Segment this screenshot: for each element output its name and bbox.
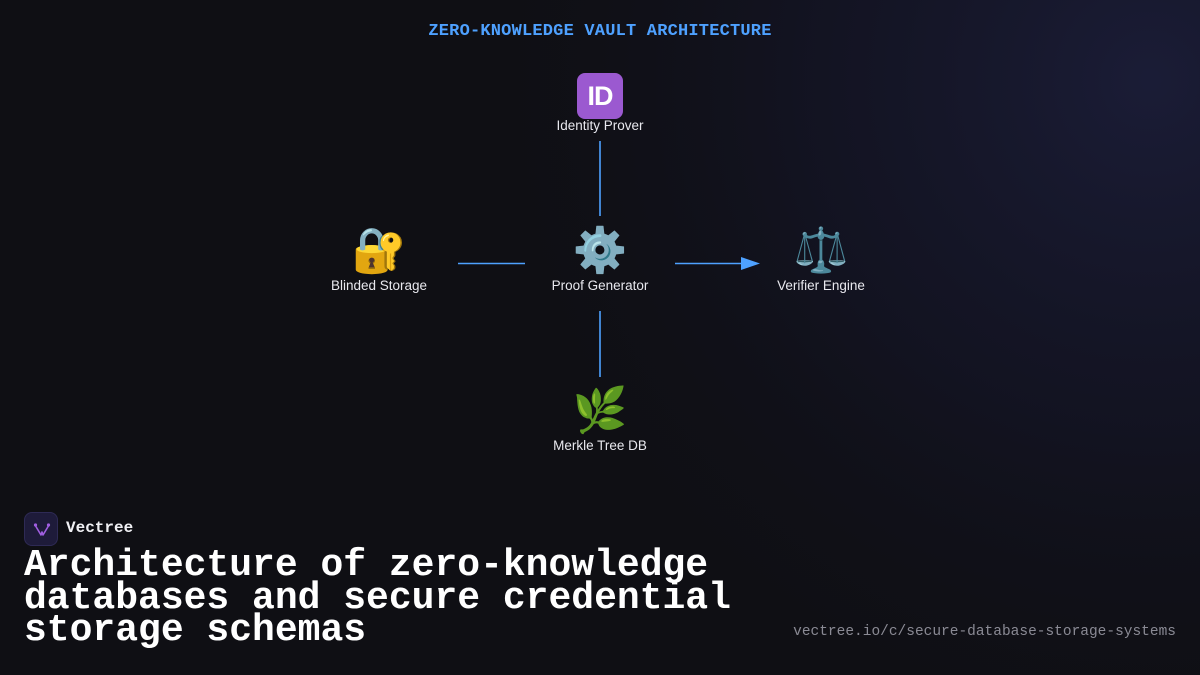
node-label: Verifier Engine	[777, 278, 865, 293]
node-blinded-storage: 🔐 Blinded Storage	[289, 225, 469, 294]
node-identity-prover: ID Identity Prover	[510, 66, 690, 133]
diagram-title: ZERO-KNOWLEDGE VAULT ARCHITECTURE	[428, 22, 772, 41]
herb-leaf-icon: 🌿	[572, 385, 628, 436]
node-label: Blinded Storage	[330, 278, 428, 293]
source-url-link[interactable]: vectree.io/c/secure-database-storage-sys…	[793, 624, 1176, 640]
node-merkle-tree-db: 🌿 Merkle Tree DB	[510, 385, 690, 454]
node-label: Identity Prover	[556, 118, 644, 133]
node-proof-generator: ⚙️ Proof Generator	[510, 225, 690, 294]
edge-generator-to-verifier-arrowhead	[741, 257, 760, 270]
locked-with-key-icon: 🔐	[351, 225, 407, 276]
id-badge-icon: ID	[510, 66, 690, 119]
headline: Architecture of zero-knowledge databases…	[24, 544, 731, 652]
gear-icon: ⚙️	[572, 225, 628, 276]
node-label: Merkle Tree DB	[553, 438, 647, 453]
vectree-logo-icon	[24, 512, 58, 546]
node-verifier-engine: ⚖️ Verifier Engine	[731, 225, 911, 294]
node-label: Proof Generator	[551, 278, 649, 293]
balance-scale-icon: ⚖️	[793, 225, 849, 276]
brand-name: Vectree	[66, 519, 134, 537]
